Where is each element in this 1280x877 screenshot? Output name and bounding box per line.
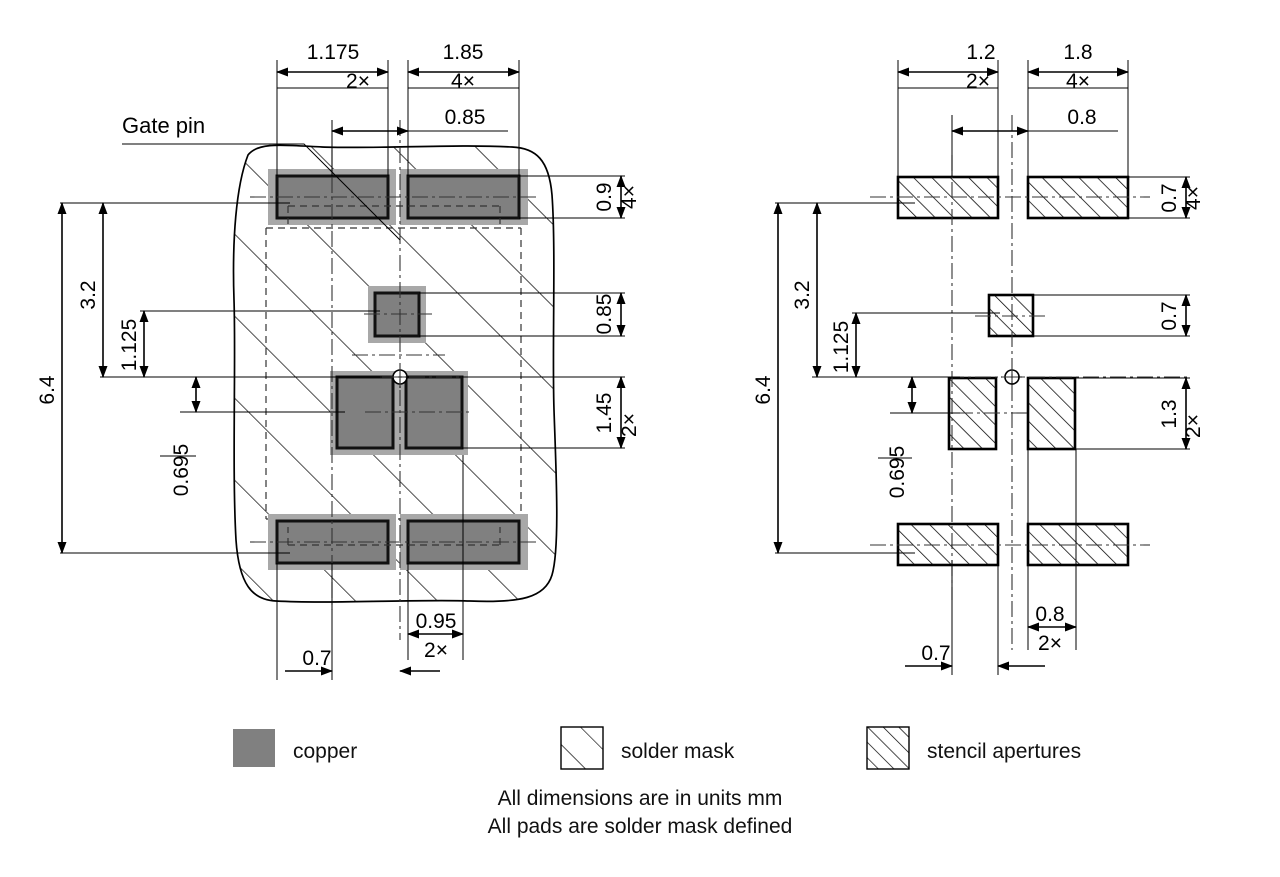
dim-right-view-bottom-0-8: 0.8 [1035, 603, 1064, 626]
dim-right-view-top-1-2: 1.2 [966, 41, 995, 64]
dim-right-view-1-125: 1.125 [830, 321, 853, 374]
legend-item-stencil-apertures: stencil apertures [866, 726, 1081, 770]
dim-left-1-125: 1.125 [118, 319, 141, 372]
dim-right-view-bottom-0-8-qty: 2× [1038, 632, 1062, 655]
dim-right-view-6-4: 6.4 [752, 375, 775, 405]
package-body-outline [265, 227, 522, 520]
dim-bottom-0-95: 0.95 [416, 610, 457, 633]
legend-label-stencil-apertures: stencil apertures [927, 740, 1081, 763]
gate-pin-label: Gate pin [122, 113, 205, 138]
dim-left-0-695: 0.695 [170, 444, 193, 497]
left-view-top-dimensions [276, 67, 520, 136]
dim-right-view-top-1-2-qty: 2× [966, 70, 990, 93]
note-line-1: All dimensions are in units mm [498, 787, 783, 810]
dim-left-3-2: 3.2 [77, 280, 100, 309]
dim-bottom-0-7: 0.7 [302, 647, 331, 670]
left-view-left-dimensions [57, 202, 201, 554]
right-view-top-dimensions [897, 67, 1129, 136]
dim-top-1-175: 1.175 [307, 41, 360, 64]
dim-right-0-9-qty: 4× [618, 185, 641, 209]
dim-right-1-45-qty: 2× [618, 413, 641, 437]
dim-left-6-4: 6.4 [36, 375, 59, 405]
dim-right-0-9: 0.9 [593, 182, 616, 211]
solder-mask-swatch [560, 726, 604, 770]
note-line-2: All pads are solder mask defined [488, 815, 793, 838]
stencil-apertures-swatch [866, 726, 910, 770]
dim-right-view-0-695: 0.695 [886, 446, 909, 499]
dim-top-1-85-qty: 4× [451, 70, 475, 93]
dim-right-view-bottom-0-7: 0.7 [921, 642, 950, 665]
dim-top-0-85: 0.85 [445, 106, 486, 129]
left-view-centerlines [220, 120, 590, 640]
dim-right-view-1-3-qty: 2× [1182, 414, 1205, 438]
dim-right-view-top-0-8: 0.8 [1067, 106, 1096, 129]
legend-item-solder-mask: solder mask [560, 726, 735, 770]
dim-right-view-1-3: 1.3 [1158, 399, 1181, 428]
right-view-bottom-dimensions [905, 622, 1077, 671]
legend-item-copper: copper [233, 729, 357, 767]
right-view-stencil-apertures: 1.2 2× 1.8 4× 0.8 6.4 3.2 1.125 0.695 0.… [752, 41, 1205, 675]
dim-top-1-175-qty: 2× [346, 70, 370, 93]
dim-right-0-85: 0.85 [593, 294, 616, 335]
dim-right-1-45: 1.45 [593, 393, 616, 434]
left-view-copper-solder-mask: 1.175 2× 1.85 4× 0.85 6.4 3.2 1.125 0.69… [36, 41, 641, 680]
right-view-extension-lines [775, 60, 1190, 675]
copper-swatch [233, 729, 275, 767]
drawing-notes: All dimensions are in units mm All pads … [488, 787, 793, 838]
stencil-aperture-center-right [1026, 376, 1077, 451]
left-view-bottom-dimensions [285, 606, 464, 676]
dim-right-view-0-7-b: 0.7 [1158, 301, 1181, 330]
gate-pin-leader [122, 143, 401, 241]
dim-top-1-85: 1.85 [443, 41, 484, 64]
legend-label-solder-mask: solder mask [621, 740, 735, 763]
dim-right-view-0-7-a-qty: 4× [1182, 186, 1205, 210]
dim-right-view-top-1-8-qty: 4× [1066, 70, 1090, 93]
right-view-left-dimensions [773, 202, 917, 554]
legend: copper solder mask stencil apertures [233, 726, 1081, 770]
legend-label-copper: copper [293, 740, 357, 763]
dim-bottom-0-95-qty: 2× [424, 639, 448, 662]
copper-pad-center-left [330, 371, 468, 455]
dim-right-view-top-1-8: 1.8 [1063, 41, 1092, 64]
dim-right-view-3-2: 3.2 [791, 280, 814, 309]
dim-right-view-0-7-a: 0.7 [1158, 183, 1181, 212]
left-view-extension-lines [60, 60, 625, 680]
